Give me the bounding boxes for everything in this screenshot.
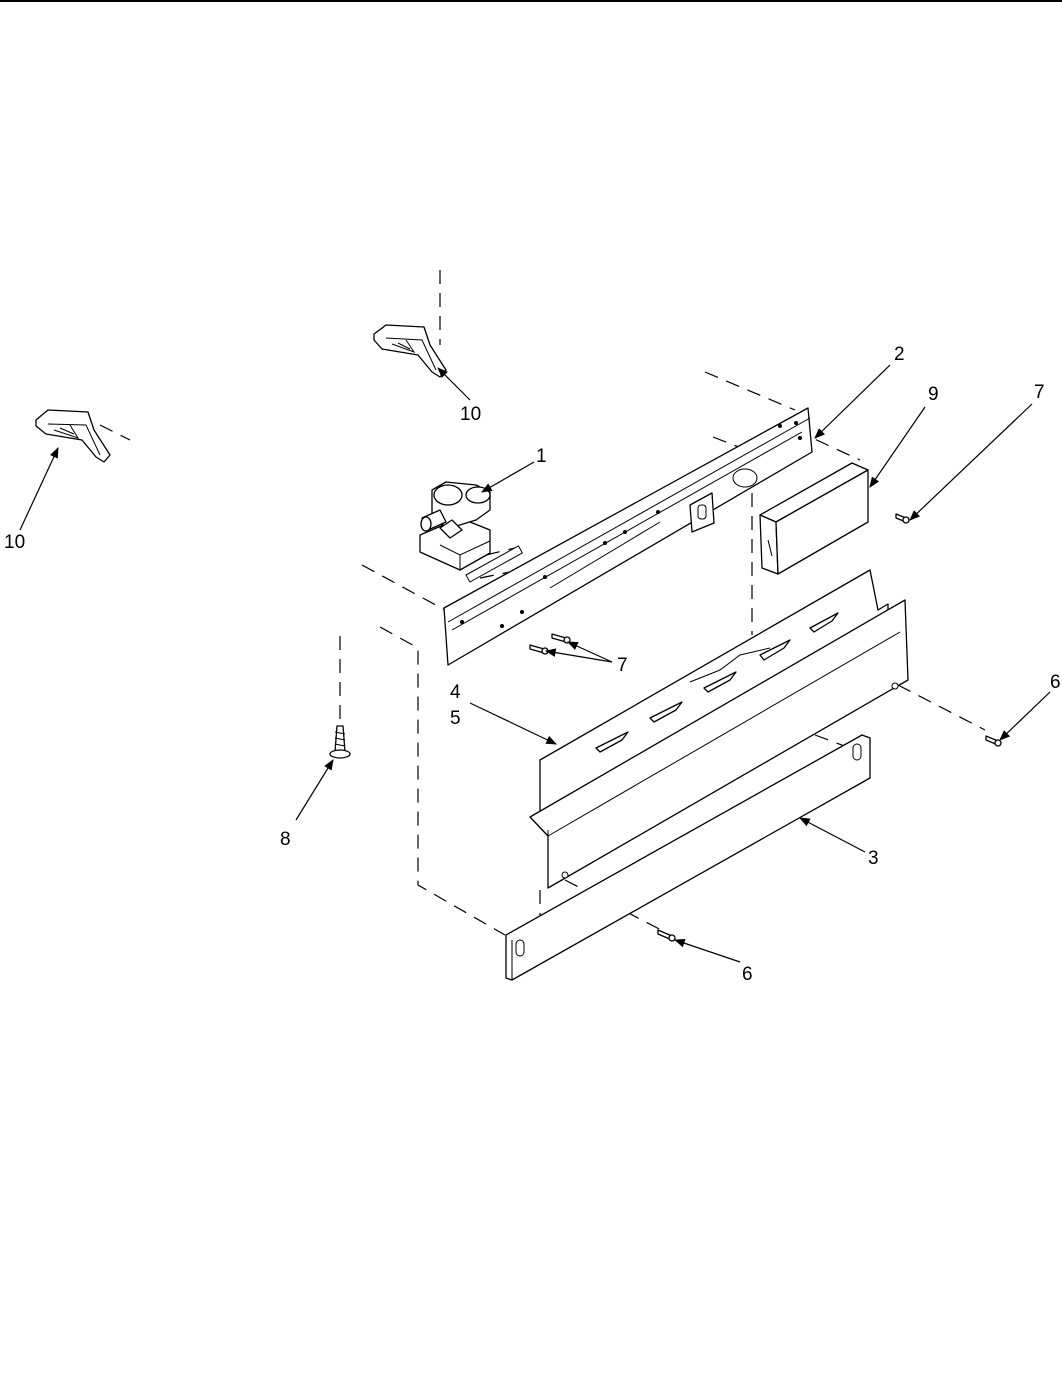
screw-part-7-right bbox=[895, 513, 910, 524]
screw-part-6-bottom bbox=[657, 929, 676, 942]
callout-9: 9 bbox=[928, 384, 939, 405]
rail-part-2 bbox=[443, 407, 813, 666]
callout-10-left: 10 bbox=[4, 532, 25, 553]
callout-1: 1 bbox=[536, 446, 547, 467]
cover-part-9 bbox=[759, 462, 869, 575]
valve-part-1 bbox=[419, 481, 491, 571]
callout-7-left: 7 bbox=[617, 655, 628, 676]
callout-3: 3 bbox=[868, 848, 879, 869]
callout-6-right: 6 bbox=[1050, 672, 1061, 693]
callout-10-top: 10 bbox=[460, 404, 481, 425]
callout-2: 2 bbox=[894, 344, 905, 365]
callout-7-right: 7 bbox=[1034, 382, 1045, 403]
screw-part-8 bbox=[329, 725, 351, 759]
bracket-part-10-top bbox=[373, 324, 447, 378]
callout-5: 5 bbox=[450, 708, 461, 729]
screw-part-7-left-a bbox=[551, 633, 571, 644]
kickplate-part-3 bbox=[505, 734, 871, 981]
bracket-part-10-left bbox=[35, 409, 111, 463]
burner-shield-part-4-5 bbox=[529, 569, 909, 889]
screw-part-6-right bbox=[985, 735, 1002, 747]
callout-6-bottom: 6 bbox=[742, 964, 753, 985]
callout-8: 8 bbox=[280, 829, 291, 850]
callout-4: 4 bbox=[450, 682, 461, 703]
callout-labels: 10 10 1 2 9 7 7 4 5 6 3 6 8 bbox=[4, 344, 1061, 985]
screw-part-7-left-b bbox=[529, 644, 549, 655]
leader-lines bbox=[19, 364, 1051, 963]
